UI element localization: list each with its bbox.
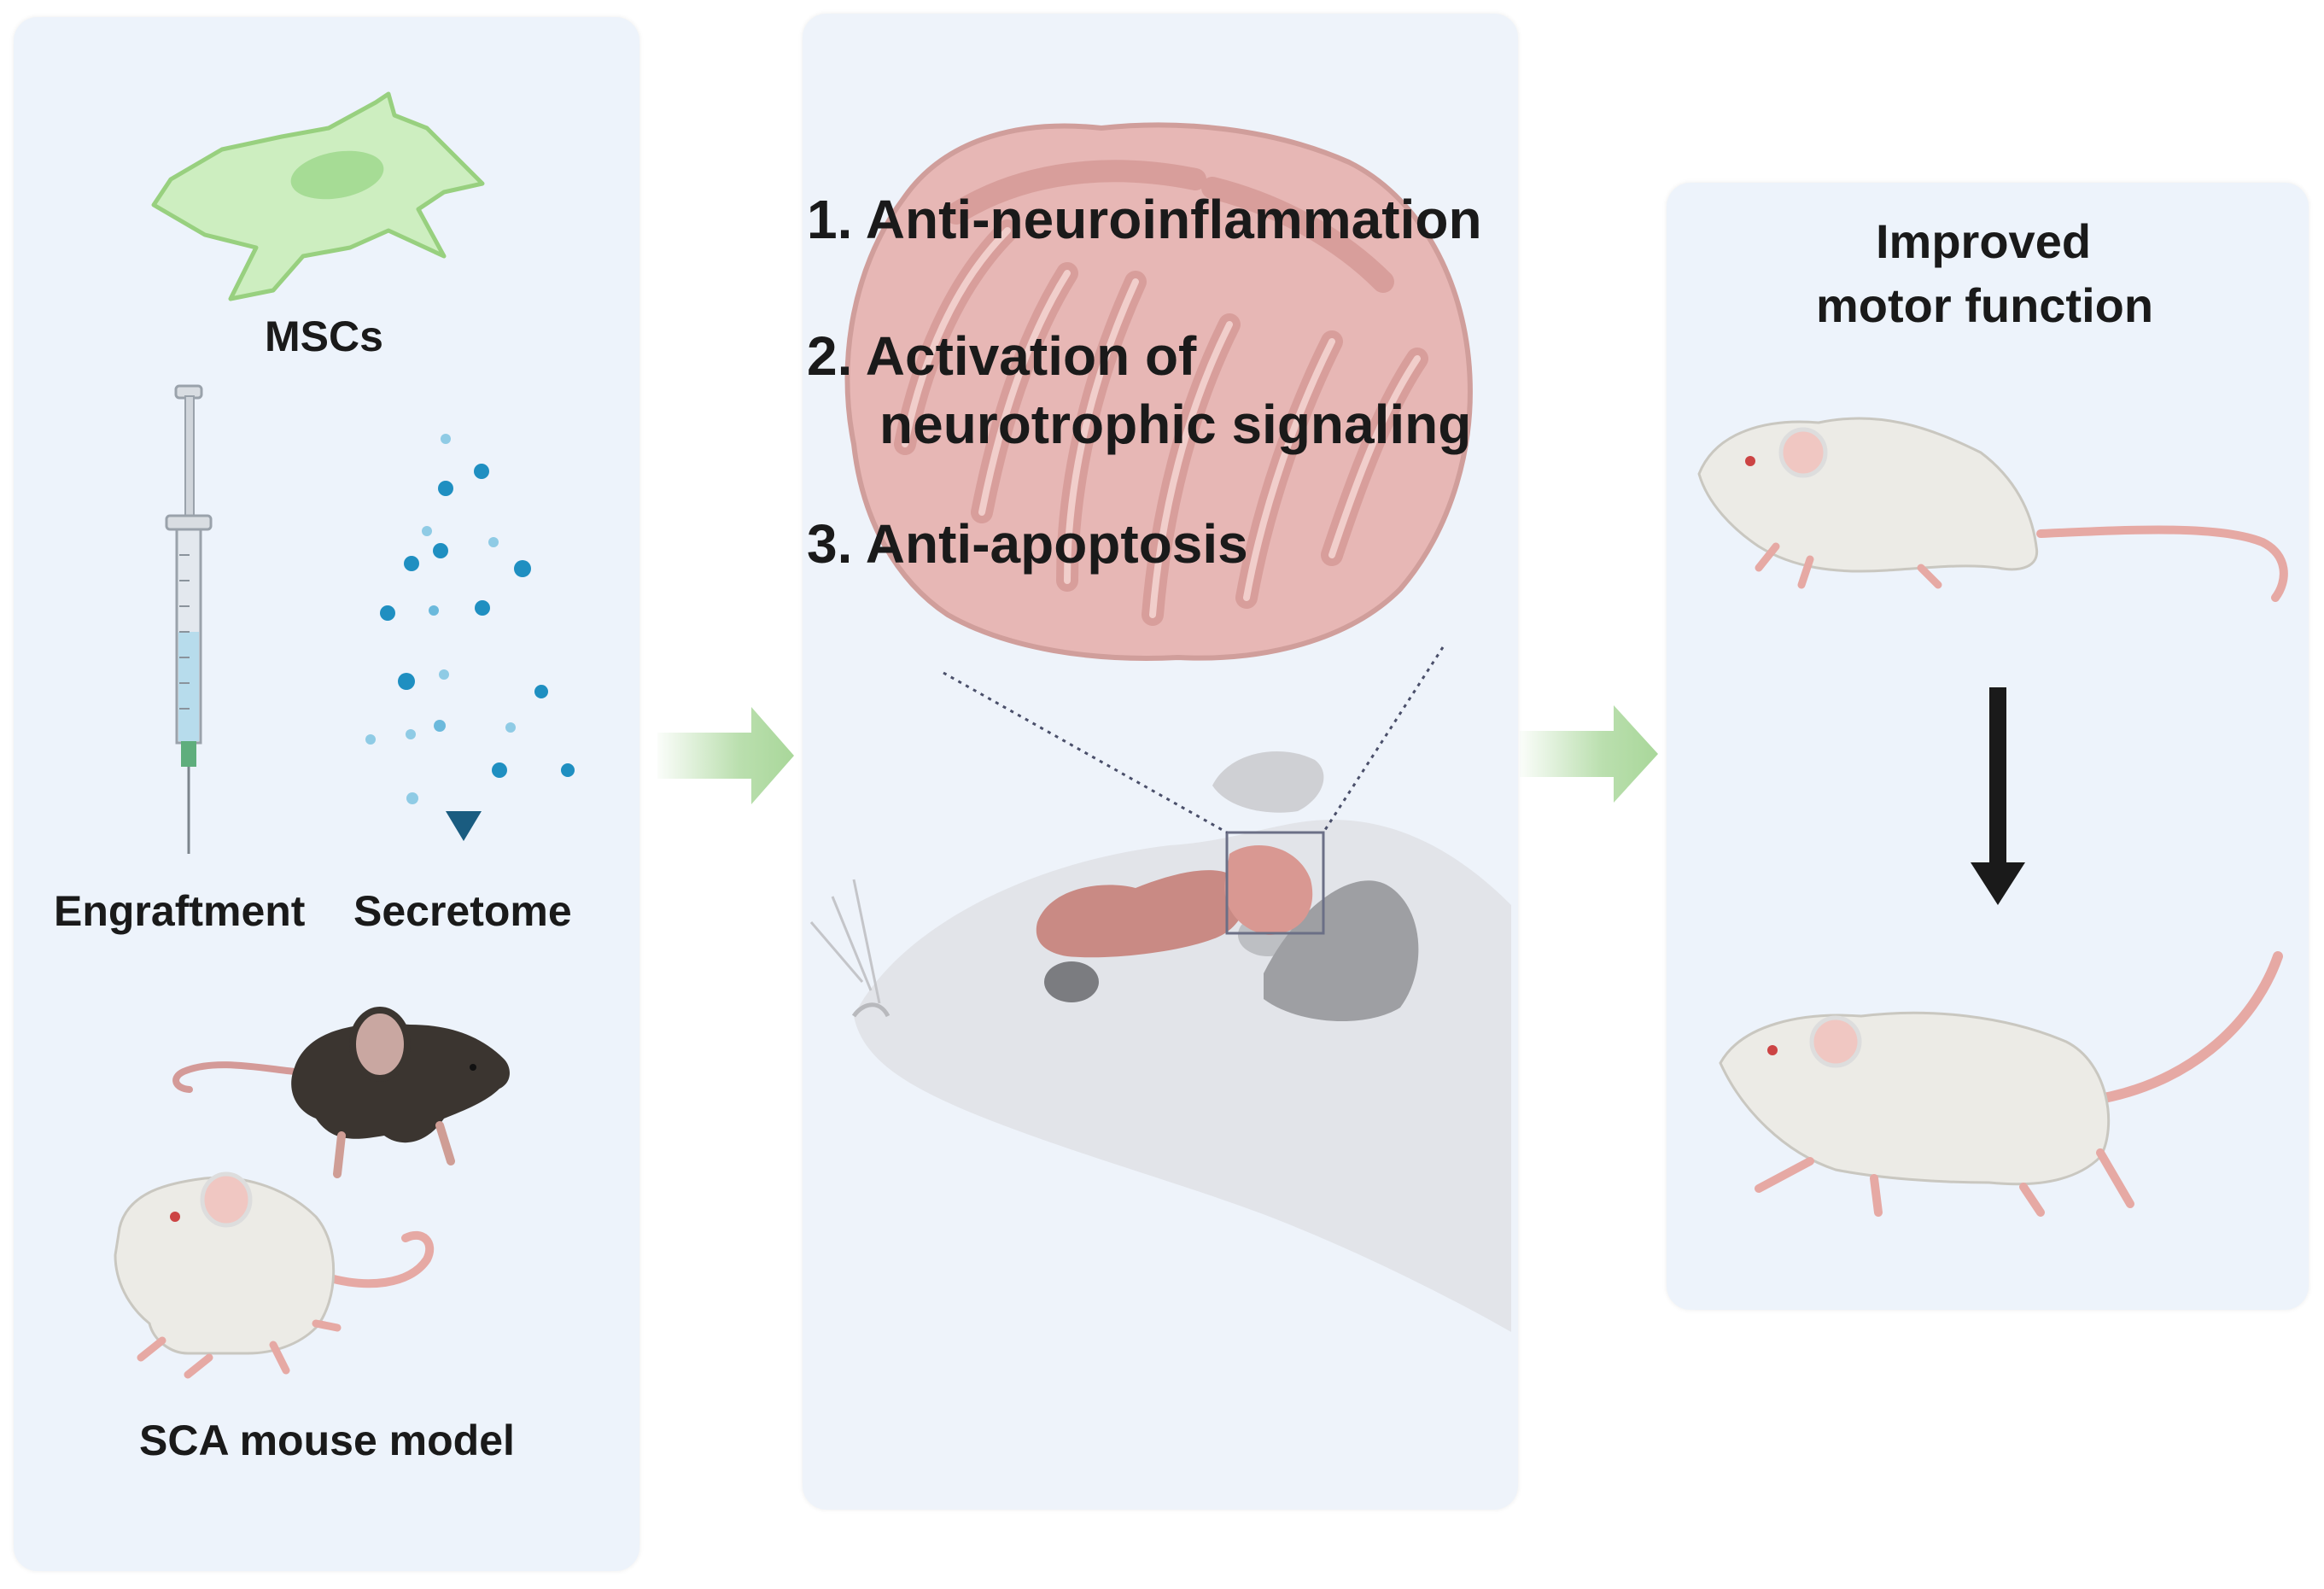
cerebellum-icon xyxy=(844,122,1473,661)
effect-2-label-cont: neurotrophic signaling xyxy=(879,394,1472,455)
model-label: SCA mouse model xyxy=(139,1417,515,1464)
effect-3-label: 3. Anti-apoptosis xyxy=(807,513,1248,575)
black-mouse-icon xyxy=(172,1007,510,1178)
effect-2-label: 2. Activation of xyxy=(807,325,1197,387)
mouse-head-brain-icon xyxy=(809,646,1511,1332)
white-mouse-top-icon xyxy=(1697,417,2288,602)
flow-arrow-2 xyxy=(1520,705,1658,803)
syringe-icon xyxy=(165,384,213,854)
outcome-label-line1: Improved xyxy=(1876,214,2092,268)
white-mouse-left-icon xyxy=(114,1171,435,1379)
secretome-icon xyxy=(365,427,575,841)
outcome-label-line2: motor function xyxy=(1816,278,2154,332)
msc-cell-icon xyxy=(151,91,485,301)
effect-1-label: 1. Anti-neuroinflammation xyxy=(807,189,1482,250)
down-arrow-icon xyxy=(1971,687,2025,905)
engraftment-label: Engraftment xyxy=(54,887,306,935)
flow-arrow-1 xyxy=(657,707,794,804)
msc-label: MSCs xyxy=(265,313,383,360)
secretome-label: Secretome xyxy=(353,887,572,935)
white-mouse-bottom-icon xyxy=(1719,951,2283,1217)
